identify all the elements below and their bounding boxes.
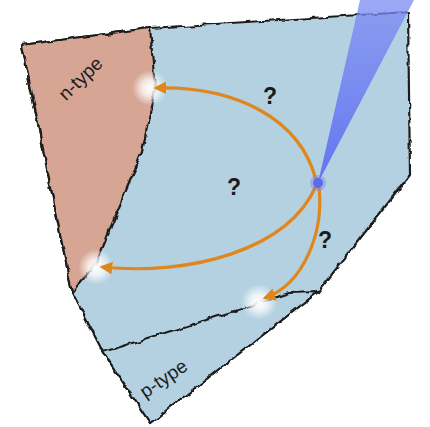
carrier-path (156, 88, 316, 180)
laser-beam (318, 0, 414, 183)
doped-region: n-type (0, 0, 185, 310)
region-outline (103, 292, 318, 423)
laser-spot-halo (310, 175, 326, 191)
carrier-path (102, 186, 316, 269)
grain-region (22, 12, 410, 423)
question-mark: ? (263, 85, 277, 108)
question-mark: ? (227, 176, 241, 199)
region-shape (0, 0, 185, 310)
region-shape (95, 280, 430, 427)
carrier-path (265, 187, 320, 298)
doped-region: p-type (95, 280, 430, 427)
laser-spot (313, 178, 323, 188)
question-mark: ? (318, 229, 332, 252)
region-outline (22, 28, 155, 292)
